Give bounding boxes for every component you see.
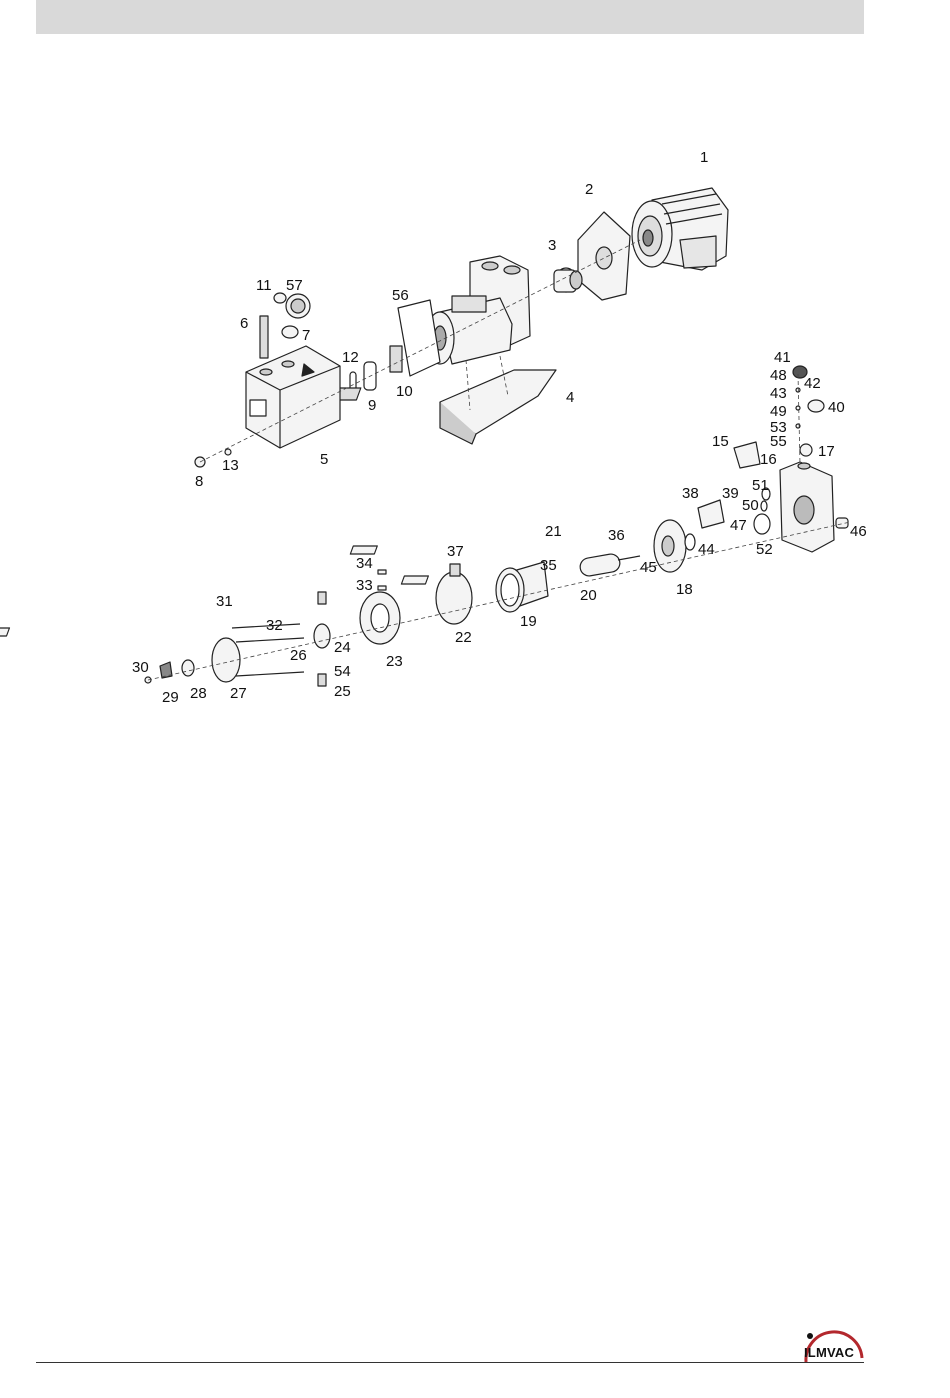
part-40-drawing bbox=[808, 400, 824, 412]
part-44-drawing bbox=[685, 534, 695, 550]
part-label-54: 54 bbox=[334, 663, 351, 680]
part-label-15: 15 bbox=[712, 433, 729, 450]
part-7-drawing bbox=[282, 326, 298, 338]
part-37-drawing bbox=[450, 564, 460, 576]
part-29-drawing bbox=[160, 662, 172, 678]
part-label-18: 18 bbox=[676, 581, 693, 598]
part-label-43: 43 bbox=[770, 385, 787, 402]
part-52-drawing bbox=[754, 514, 770, 534]
part-34-drawing bbox=[378, 570, 386, 574]
part-28-drawing bbox=[182, 660, 194, 676]
part-label-5: 5 bbox=[320, 451, 328, 468]
part-label-49: 49 bbox=[770, 403, 787, 420]
part-label-39: 39 bbox=[722, 485, 739, 502]
part-label-34: 34 bbox=[356, 555, 373, 572]
part-label-27: 27 bbox=[230, 685, 247, 702]
part-label-32: 32 bbox=[266, 617, 283, 634]
part-label-13: 13 bbox=[222, 457, 239, 474]
part-label-10: 10 bbox=[396, 383, 413, 400]
logo-text: ILMVAC bbox=[804, 1345, 854, 1360]
part-label-55: 55 bbox=[770, 433, 787, 450]
part-label-8: 8 bbox=[195, 473, 203, 490]
part-label-31: 31 bbox=[216, 593, 233, 610]
part-label-2: 2 bbox=[585, 181, 593, 198]
part-33-drawing bbox=[378, 586, 386, 590]
part-label-16: 16 bbox=[760, 451, 777, 468]
exploded-parts-diagram: 1 2 3 4 5 6 7 8 9 10 11 12 13 15 16 17 1… bbox=[0, 0, 950, 760]
part-label-7: 7 bbox=[302, 327, 310, 344]
part-label-17: 17 bbox=[818, 443, 835, 460]
part-label-42: 42 bbox=[804, 375, 821, 392]
part-label-52: 52 bbox=[756, 541, 773, 558]
vane-21-drawing bbox=[350, 546, 377, 554]
part-54-drawing bbox=[318, 592, 326, 604]
part-label-22: 22 bbox=[455, 629, 472, 646]
part-label-24: 24 bbox=[334, 639, 351, 656]
part-24-drawing bbox=[314, 624, 330, 648]
part-label-21: 21 bbox=[545, 523, 562, 540]
ring-23-drawing bbox=[360, 592, 400, 644]
vane-lower-drawing bbox=[401, 576, 428, 584]
part-label-37: 37 bbox=[447, 543, 464, 560]
part-label-56: 56 bbox=[392, 287, 409, 304]
part-13-drawing bbox=[225, 449, 231, 455]
part-label-30: 30 bbox=[132, 659, 149, 676]
part-label-4: 4 bbox=[566, 389, 574, 406]
end-cover-drawing bbox=[780, 462, 834, 552]
part-label-50: 50 bbox=[742, 497, 759, 514]
part-10-drawing bbox=[390, 346, 402, 372]
part-25-drawing bbox=[318, 674, 326, 686]
part-label-19: 19 bbox=[520, 613, 537, 630]
part-50-drawing bbox=[761, 501, 767, 511]
plate-22-drawing bbox=[436, 572, 472, 624]
part-label-3: 3 bbox=[548, 237, 556, 254]
part-label-23: 23 bbox=[386, 653, 403, 670]
part-label-35: 35 bbox=[540, 557, 557, 574]
part-label-33: 33 bbox=[356, 577, 373, 594]
part-label-38: 38 bbox=[682, 485, 699, 502]
oil-housing-drawing bbox=[246, 346, 340, 448]
part-17-drawing bbox=[800, 444, 812, 456]
part-label-6: 6 bbox=[240, 315, 248, 332]
part-11-drawing bbox=[274, 293, 286, 303]
part-label-26: 26 bbox=[290, 647, 307, 664]
flange-27-drawing bbox=[0, 624, 304, 682]
part-label-28: 28 bbox=[190, 685, 207, 702]
part-label-44: 44 bbox=[698, 541, 715, 558]
rotor-drawing bbox=[579, 553, 640, 578]
part-label-51: 51 bbox=[752, 477, 769, 494]
motor-drawing bbox=[632, 188, 728, 270]
part-label-41: 41 bbox=[774, 349, 791, 366]
part-label-11: 11 bbox=[256, 277, 272, 294]
part-16-drawing bbox=[734, 442, 760, 468]
footer-rule bbox=[36, 1362, 864, 1363]
part-label-46: 46 bbox=[850, 523, 867, 540]
part-6-drawing bbox=[260, 316, 268, 358]
part-label-1: 1 bbox=[700, 149, 708, 166]
part-label-9: 9 bbox=[368, 397, 376, 414]
part-label-48: 48 bbox=[770, 367, 787, 384]
end-plate-drawing bbox=[654, 520, 686, 572]
part-label-36: 36 bbox=[608, 527, 625, 544]
part-label-47: 47 bbox=[730, 517, 747, 534]
part-label-20: 20 bbox=[580, 587, 597, 604]
part-label-12: 12 bbox=[342, 349, 359, 366]
part-label-57: 57 bbox=[286, 277, 303, 294]
part-label-45: 45 bbox=[640, 559, 657, 576]
part-label-25: 25 bbox=[334, 683, 351, 700]
gasket-drawing bbox=[398, 300, 440, 376]
part-38-drawing bbox=[698, 500, 724, 528]
part-label-40: 40 bbox=[828, 399, 845, 416]
part-label-29: 29 bbox=[162, 689, 179, 706]
